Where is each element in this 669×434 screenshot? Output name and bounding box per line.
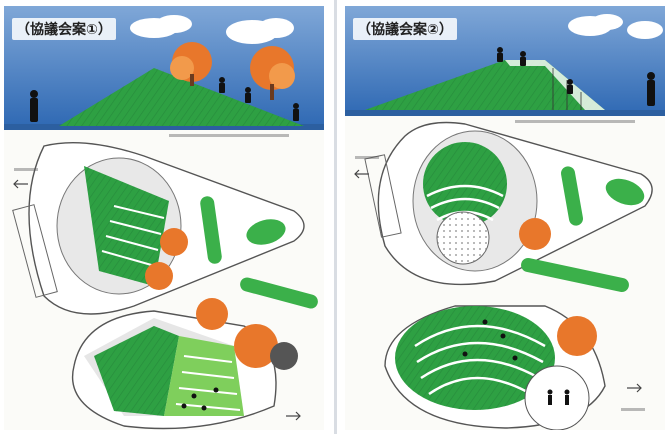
person-silhouette-icon [497,47,503,62]
clouds [130,15,294,44]
plan-lower-area [384,305,606,430]
arrow-icon [354,169,369,179]
person-silhouette-icon [647,72,655,106]
person-silhouette-icon [219,77,225,93]
proposal-2-panel: （協議会案②） [345,6,665,430]
arrow-icon [286,411,301,421]
person-silhouette-icon [567,79,573,94]
person-silhouette-icon [293,103,299,121]
plan-lower-area [72,277,318,430]
annotation-marks [14,134,289,171]
arrow-icon [627,383,642,393]
person-silhouette-icon [30,90,38,122]
tree-icon [250,46,295,100]
panel-divider [334,0,337,434]
proposal-2-drawing [345,6,665,430]
proposal-1-drawing [4,6,324,430]
arrow-icon [13,179,28,189]
plan-upper-area [364,121,653,292]
annotation-marks [355,120,645,411]
plan-upper-area [12,141,305,315]
proposal-title: （協議会案①） [12,18,116,40]
person-silhouette-icon [245,87,251,103]
tree-icon [170,42,212,86]
clouds [568,14,663,39]
person-silhouette-icon [520,51,526,66]
proposal-title: （協議会案②） [353,18,457,40]
proposal-1-panel: （協議会案①） [4,6,324,430]
